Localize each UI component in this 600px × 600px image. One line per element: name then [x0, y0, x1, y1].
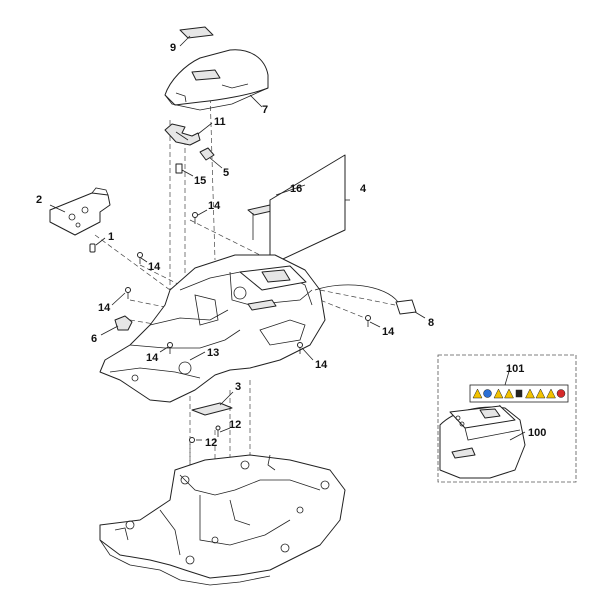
part-9-insert — [179, 26, 214, 39]
label-12-b: 12 — [229, 419, 241, 431]
label-3: 3 — [235, 381, 241, 393]
screw-14-b — [137, 252, 143, 264]
warning-symbol-icon — [483, 389, 492, 398]
warning-symbol-icon — [556, 389, 566, 398]
label-14-b: 14 — [148, 261, 161, 273]
warning-icons — [472, 388, 566, 399]
screw-14-e — [297, 342, 303, 354]
warning-symbol-icon — [546, 388, 556, 399]
label-12-a: 12 — [205, 437, 217, 449]
warning-symbol-icon — [472, 388, 483, 399]
label-14-d: 14 — [146, 352, 159, 364]
screw-14-c — [125, 287, 131, 299]
part-8-connector — [314, 284, 417, 315]
label-1: 1 — [108, 231, 114, 243]
label-14-e: 14 — [315, 359, 328, 371]
label-7: 7 — [262, 104, 268, 116]
label-8: 8 — [428, 317, 434, 329]
inset-detail-box — [437, 354, 577, 483]
label-101: 101 — [506, 363, 524, 375]
warning-symbol-icon — [504, 388, 514, 399]
warning-symbol-icon — [515, 389, 523, 398]
part-3-gasket — [191, 402, 233, 416]
warning-symbol-icon — [535, 388, 546, 399]
label-4: 4 — [360, 183, 367, 195]
part-2-bracket-plate — [49, 187, 111, 236]
part-7-top-cover — [164, 49, 269, 111]
warning-symbol-icon — [525, 388, 535, 399]
label-11: 11 — [214, 116, 226, 128]
screw-14-a — [192, 212, 198, 224]
label-13: 13 — [207, 347, 219, 359]
part-11-bracket — [164, 123, 201, 146]
chassis-frame — [99, 454, 346, 586]
screws-14 — [125, 212, 371, 354]
screw-14-f — [365, 315, 371, 327]
screws-12 — [189, 425, 221, 443]
part-6-clamp — [114, 315, 133, 331]
label-9: 9 — [170, 42, 176, 54]
screw-14-d — [167, 342, 173, 354]
part-1-pin — [89, 243, 96, 253]
label-6: 6 — [91, 333, 97, 345]
label-14-f: 14 — [382, 326, 395, 338]
label-14-a: 14 — [208, 200, 221, 212]
main-housing — [99, 254, 326, 403]
label-5: 5 — [223, 167, 229, 179]
part-15-pin — [175, 163, 183, 174]
part-5-clip — [199, 147, 215, 161]
warning-symbol-icon — [493, 388, 504, 399]
leader-lines — [49, 35, 426, 441]
label-15: 15 — [194, 175, 206, 187]
label-14-c: 14 — [98, 302, 111, 314]
label-2: 2 — [36, 194, 42, 206]
label-100: 100 — [528, 427, 546, 439]
label-16: 16 — [290, 183, 302, 195]
callout-labels: 9 7 11 5 15 16 4 2 1 14 14 14 6 14 13 14… — [36, 42, 546, 449]
part-4-decal-sheet — [269, 154, 346, 266]
